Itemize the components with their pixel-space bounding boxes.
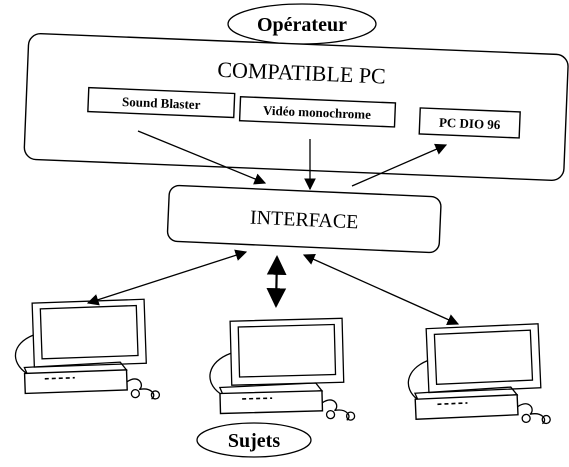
cable-center	[209, 352, 232, 395]
arrow-interface-to-dio	[351, 143, 448, 187]
screen-right	[433, 329, 534, 385]
arrow-sound-to-interface	[137, 130, 267, 185]
arrow-interface-right-terminal	[302, 253, 460, 326]
card-video-mono-box	[238, 95, 397, 128]
card-pc-dio: PC DIO 96	[418, 107, 521, 139]
keyboard-left	[23, 369, 128, 395]
cable-left	[14, 334, 34, 374]
pc-block: COMPATIBLE PC Sound Blaster Vidéo monoch…	[23, 32, 569, 181]
card-pc-dio-box	[418, 107, 521, 139]
card-sound-blaster-box	[87, 86, 236, 119]
card-video-mono-label: Vidéo monochrome	[263, 103, 372, 122]
operator-node: Opérateur	[227, 3, 377, 45]
interface-node: INTERFACE	[166, 184, 442, 254]
arrow-interface-center-terminal	[266, 255, 287, 308]
subjects-node: Sujets	[196, 422, 312, 458]
card-video-mono: Vidéo monochrome	[238, 95, 397, 128]
keyboard-center	[219, 390, 324, 415]
screen-center	[237, 323, 337, 378]
monitor-left	[31, 298, 147, 368]
operator-label: Opérateur	[257, 14, 347, 36]
subjects-oval	[196, 422, 312, 458]
interface-box	[166, 184, 442, 254]
mouse-cord-left	[126, 378, 155, 400]
subject-terminal-left	[14, 298, 161, 400]
subject-terminal-right	[407, 323, 551, 425]
cable-right	[407, 360, 428, 400]
subject-terminal-center	[209, 317, 356, 421]
subjects-label: Sujets	[228, 430, 280, 452]
card-pc-dio-label: PC DIO 96	[439, 115, 501, 132]
mouse-cord-center	[321, 399, 350, 421]
keyboard-right	[414, 394, 519, 420]
card-sound-blaster-label: Sound Blaster	[122, 94, 201, 112]
card-sound-blaster: Sound Blaster	[87, 86, 236, 119]
mouse-cord-right	[517, 403, 546, 425]
screen-left	[39, 304, 139, 360]
interface-label: INTERFACE	[249, 207, 358, 234]
arrow-interface-left-terminal	[86, 249, 248, 306]
